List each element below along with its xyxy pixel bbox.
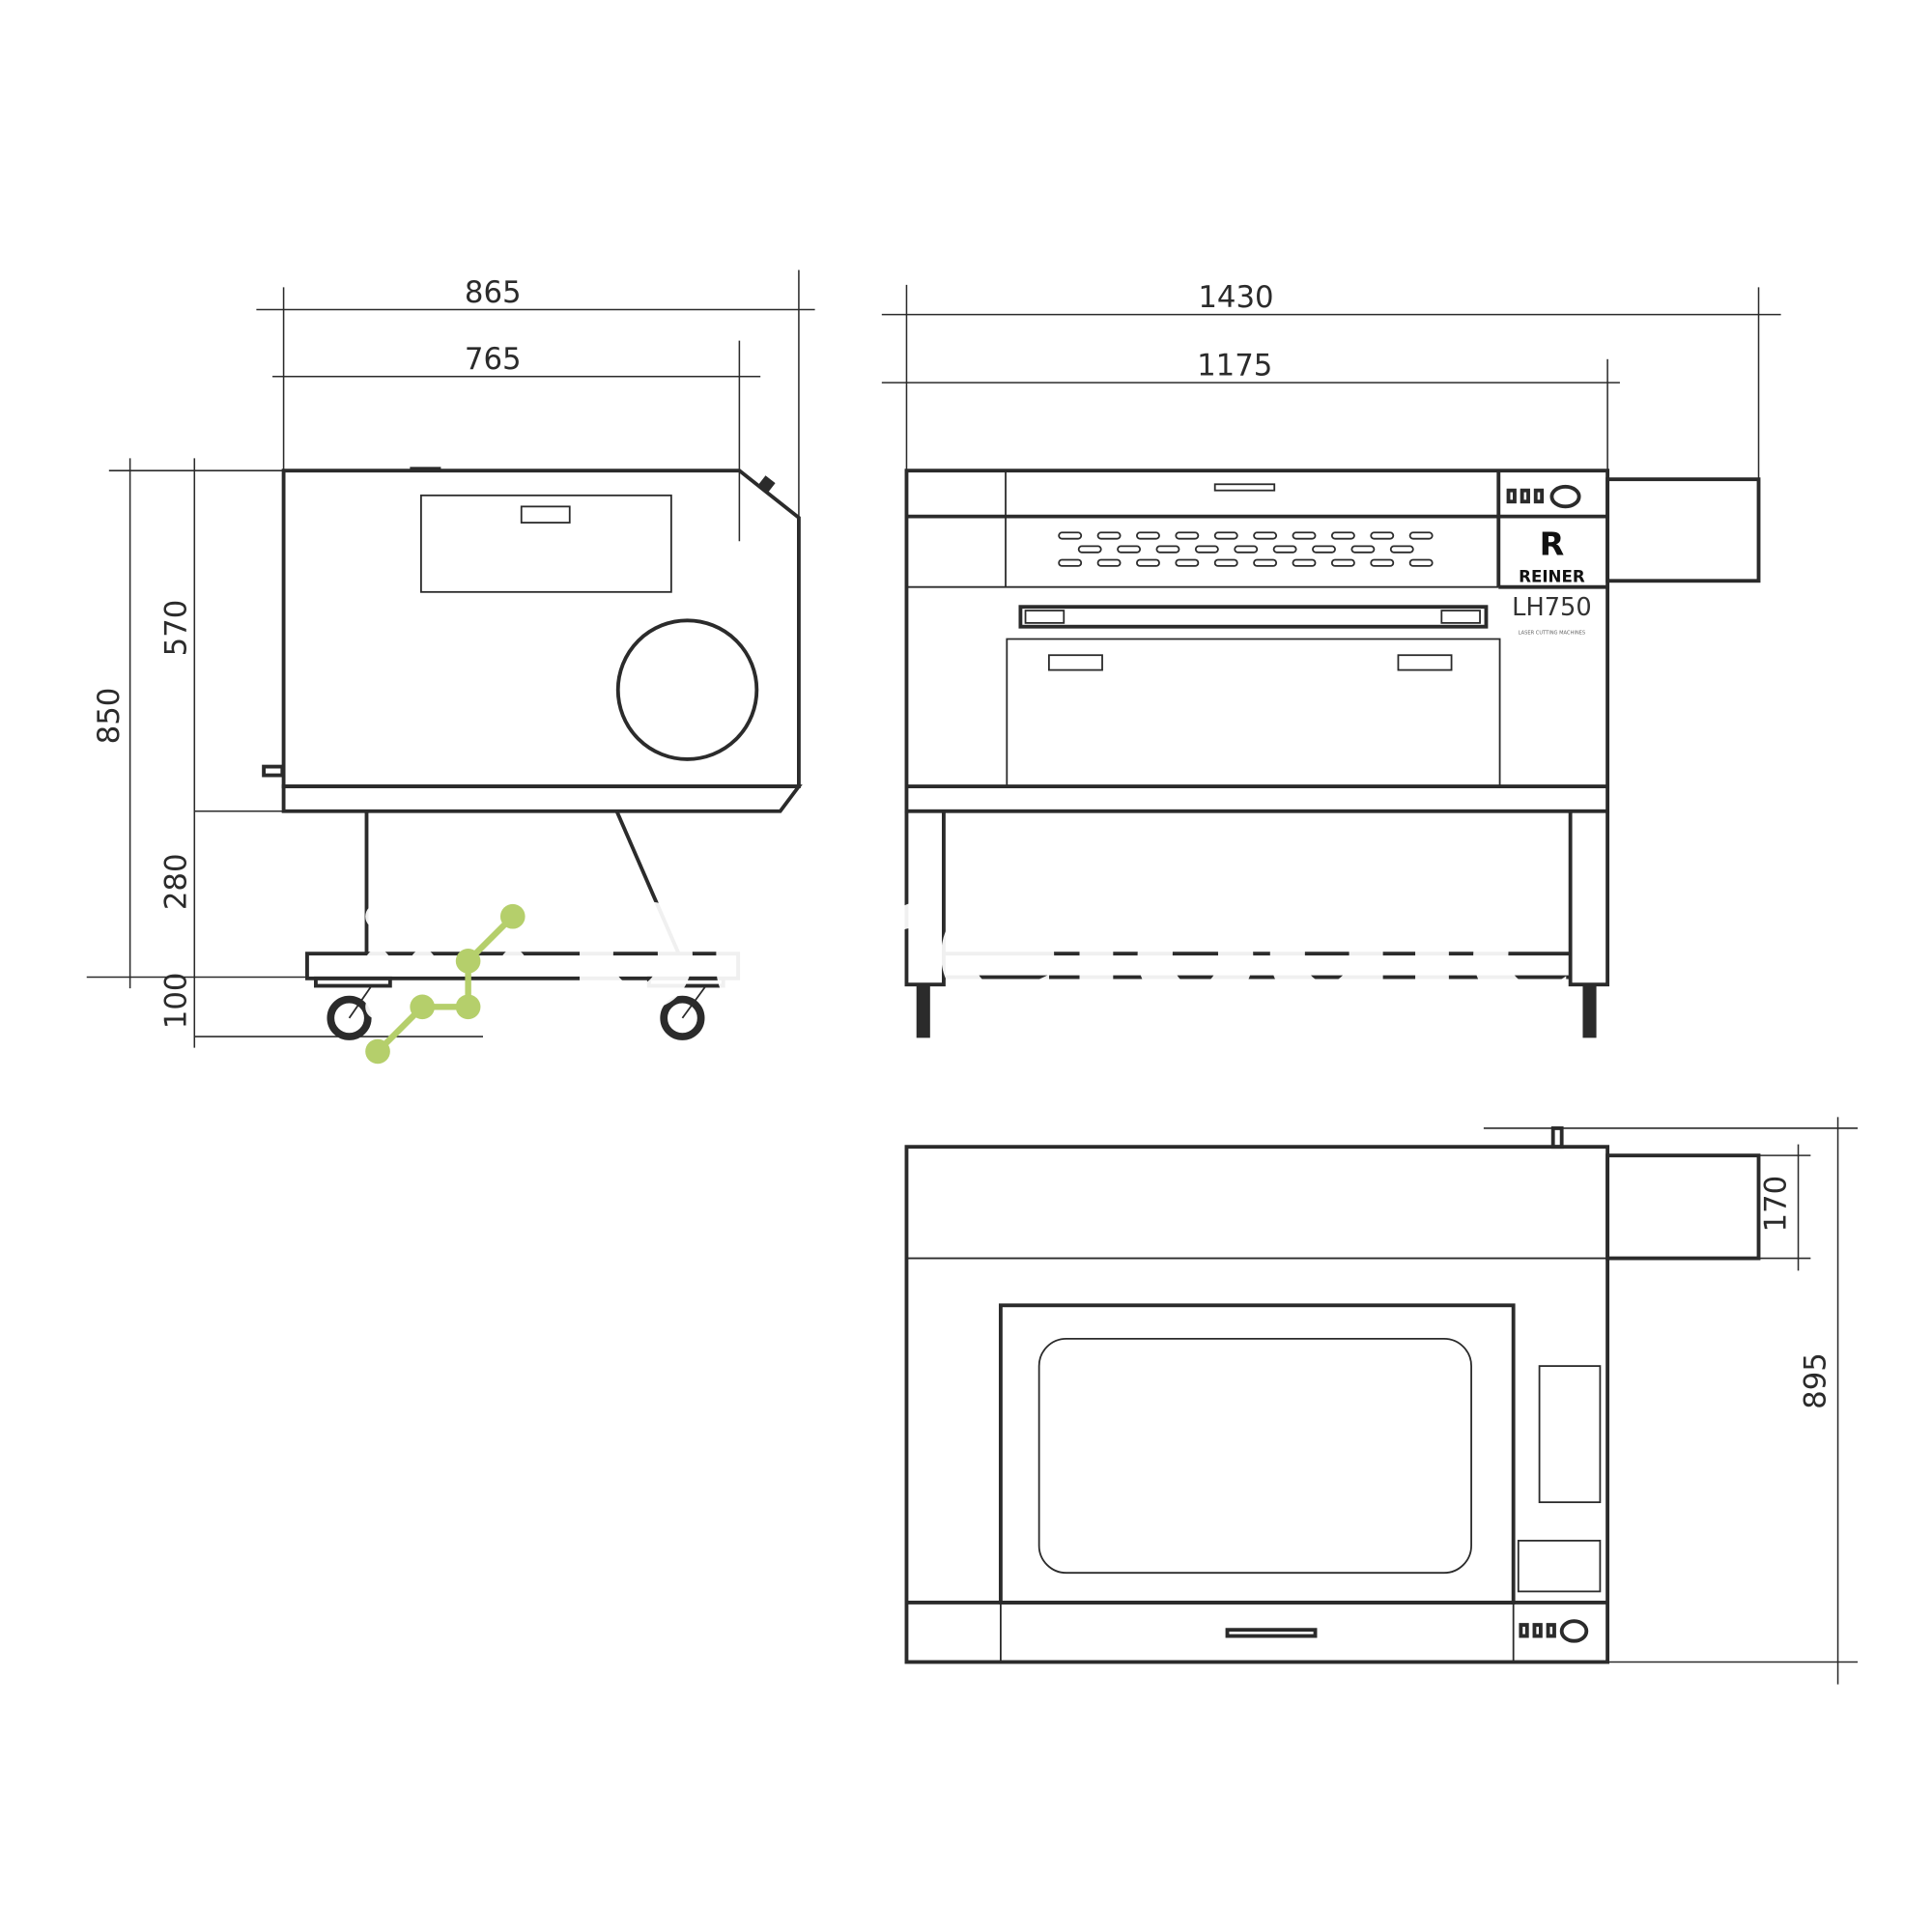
- vent-slot: [1292, 531, 1317, 540]
- reiner-brand: REINER: [1519, 568, 1585, 586]
- watermark-dot: [500, 1039, 526, 1065]
- vent-slot: [1389, 545, 1414, 554]
- dim-850: 850: [92, 688, 127, 745]
- vent-slot: [1330, 558, 1355, 567]
- vent-slot: [1175, 558, 1200, 567]
- vent-slot: [1312, 545, 1336, 554]
- model-tagline: LASER CUTTING MACHINES: [1519, 630, 1586, 636]
- vent-slot: [1096, 558, 1122, 567]
- watermark-subtitle: research & development: [607, 1070, 1282, 1122]
- dim-280: 280: [158, 853, 193, 910]
- vent-slot: [1370, 531, 1395, 540]
- vent-slot: [1408, 531, 1434, 540]
- vent-slot: [1330, 531, 1355, 540]
- side-dimensions: 865 765 850 570 280 100: [86, 270, 815, 1048]
- vent-slot: [1175, 531, 1200, 540]
- vent-slot: [1292, 558, 1317, 567]
- dim-895: 895: [1799, 1352, 1833, 1409]
- model-name: LH750: [1512, 593, 1591, 622]
- vent-slot: [1194, 545, 1219, 554]
- watermark-dot: [365, 949, 390, 975]
- front-view: R REINER LH750 LASER CUTTING MACHINES: [904, 469, 1761, 1038]
- vent-slot: [1117, 545, 1142, 554]
- watermark-dot: [500, 994, 526, 1020]
- watermark-dot: [411, 949, 436, 975]
- dim-765: 765: [465, 342, 522, 377]
- watermark-dot: [365, 903, 390, 929]
- vent-slot: [1253, 531, 1278, 540]
- vent-slot: [1077, 545, 1102, 554]
- vent-slot: [1408, 558, 1434, 567]
- watermark-dot: [365, 994, 390, 1020]
- top-dimensions: 895 170: [1483, 1117, 1859, 1685]
- vent-slot: [1058, 558, 1083, 567]
- vent-slot: [1234, 545, 1259, 554]
- vent-slot: [1058, 531, 1083, 540]
- watermark-dot: [455, 903, 481, 929]
- vent-slot: [1155, 545, 1180, 554]
- dim-1175: 1175: [1197, 348, 1272, 383]
- watermark-dot: [500, 949, 526, 975]
- vent-slot: [1370, 558, 1395, 567]
- watermark-dot: [411, 1039, 436, 1065]
- vent-slot: [1136, 531, 1160, 540]
- dim-170: 170: [1759, 1176, 1794, 1233]
- vent-slot: [1350, 545, 1376, 554]
- front-dimensions: 1430 1175: [881, 280, 1781, 480]
- dim-570: 570: [158, 600, 193, 657]
- vent-slot: [1253, 558, 1278, 567]
- purelogic-watermark: purelogic research & development: [365, 835, 1579, 1122]
- vent-slot: [1096, 531, 1122, 540]
- dim-1430: 1430: [1198, 280, 1273, 315]
- vent-slot: [1136, 558, 1160, 567]
- reiner-logo-letter: R: [1540, 525, 1565, 562]
- vent-slot: [1272, 545, 1297, 554]
- watermark-name: purelogic: [563, 835, 1578, 1050]
- vent-slot: [1213, 558, 1238, 567]
- vent-slot: [1213, 531, 1238, 540]
- dim-100: 100: [158, 973, 193, 1030]
- top-view: [904, 1126, 1761, 1664]
- watermark-dot: [411, 903, 436, 929]
- dim-865: 865: [465, 275, 522, 310]
- side-view: [262, 467, 803, 1040]
- watermark-dot: [455, 1039, 481, 1065]
